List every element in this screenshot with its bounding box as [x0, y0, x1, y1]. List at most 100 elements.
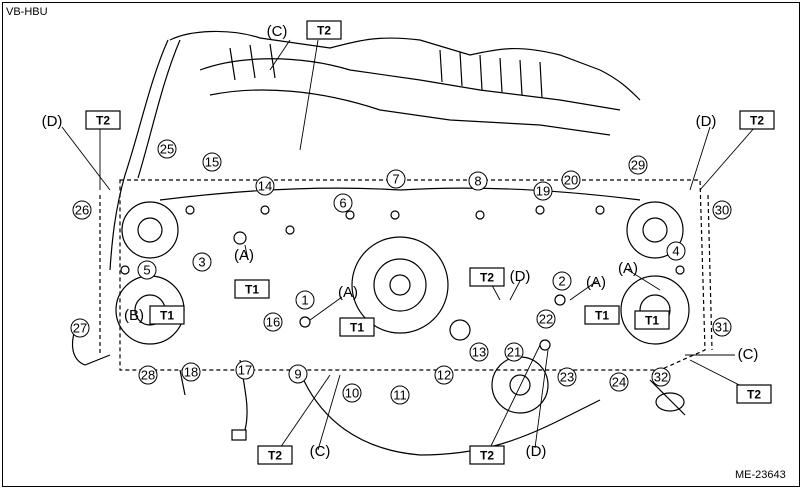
svg-text:14: 14: [258, 179, 272, 194]
intake-runner-line: [199, 58, 621, 111]
svg-text:18: 18: [184, 365, 198, 380]
svg-text:T1: T1: [160, 309, 174, 323]
svg-text:T2: T2: [480, 449, 494, 463]
torque-box-t2-0: T2: [306, 20, 342, 40]
callout-32: 32: [651, 367, 671, 387]
callout-3: 3: [192, 252, 212, 272]
svg-text:T1: T1: [595, 309, 609, 323]
svg-text:23: 23: [560, 370, 574, 385]
svg-text:1: 1: [301, 293, 308, 308]
left-hose-inner: [137, 39, 181, 179]
callout-20: 20: [561, 170, 581, 190]
svg-text:8: 8: [474, 174, 481, 189]
svg-text:T2: T2: [480, 271, 494, 285]
intake-manifold-outline: [169, 30, 641, 101]
engine-block-outline: [119, 179, 706, 371]
torque-box-t2-2: T2: [739, 110, 775, 130]
callout-22: 22: [536, 309, 556, 329]
callout-25: 25: [157, 139, 177, 159]
torque-box-t1-3: T1: [234, 279, 270, 299]
callout-14: 14: [255, 176, 275, 196]
intake-runner-line-2: [209, 89, 611, 136]
torque-box-t1-7: T1: [584, 305, 620, 325]
label-c-10: (C): [310, 443, 331, 460]
callout-11: 11: [390, 385, 410, 405]
svg-text:29: 29: [631, 158, 645, 173]
svg-text:T1: T1: [645, 314, 659, 328]
label-a-7: (A): [618, 260, 638, 277]
svg-text:24: 24: [612, 375, 626, 390]
left-upper-pulley: [121, 201, 179, 259]
callout-17: 17: [235, 360, 255, 380]
callout-31: 31: [712, 317, 732, 337]
callout-18: 18: [181, 362, 201, 382]
label-d-5: (D): [510, 268, 531, 285]
callout-7: 7: [386, 169, 406, 189]
svg-text:12: 12: [437, 368, 451, 383]
svg-text:5: 5: [143, 263, 150, 278]
torque-box-t2-11: T2: [469, 445, 505, 465]
svg-text:15: 15: [205, 155, 219, 170]
label-c-1: (C): [267, 23, 288, 40]
model-code: VB-HBU: [6, 6, 48, 18]
svg-text:10: 10: [345, 386, 359, 401]
manifold-ribs: [229, 43, 543, 99]
block-top-edge: [159, 187, 641, 201]
torque-box-t2-1: T2: [85, 110, 121, 130]
svg-text:T2: T2: [747, 388, 761, 402]
right-upper-pulley: [626, 201, 684, 259]
callout-1: 1: [295, 290, 315, 310]
left-hose: [109, 39, 169, 271]
callout-27: 27: [70, 318, 90, 338]
callout-6: 6: [333, 193, 353, 213]
svg-text:17: 17: [238, 363, 252, 378]
callout-9: 9: [288, 364, 308, 384]
label-d-0: (D): [42, 113, 63, 130]
svg-text:9: 9: [294, 367, 301, 382]
label-a-3: (A): [234, 247, 254, 264]
svg-text:2: 2: [558, 274, 565, 289]
center-pulley: [351, 236, 449, 334]
lower-pulley: [491, 356, 549, 414]
callout-30: 30: [712, 200, 732, 220]
label-group: (D)(C)(D)(A)(A)(D)(A)(A)(B)(C)(C)(D)T2T2…: [42, 20, 775, 465]
torque-box-t2-10: T2: [257, 445, 293, 465]
svg-text:21: 21: [507, 345, 521, 360]
svg-text:19: 19: [536, 184, 550, 199]
svg-text:32: 32: [654, 370, 668, 385]
svg-text:T2: T2: [96, 114, 110, 128]
label-d-11: (D): [526, 443, 547, 460]
label-a-4: (A): [338, 284, 358, 301]
svg-text:T2: T2: [750, 114, 764, 128]
svg-text:20: 20: [564, 173, 578, 188]
svg-text:26: 26: [75, 203, 89, 218]
torque-box-t2-4: T2: [469, 267, 505, 287]
svg-text:13: 13: [472, 345, 486, 360]
callout-15: 15: [202, 152, 222, 172]
svg-text:30: 30: [715, 203, 729, 218]
callout-10: 10: [342, 383, 362, 403]
svg-text:T1: T1: [245, 283, 259, 297]
svg-text:27: 27: [73, 321, 87, 336]
label-b-8: (B): [124, 307, 144, 324]
svg-text:11: 11: [393, 388, 407, 403]
callout-5: 5: [137, 260, 157, 280]
label-c-9: (C): [738, 346, 759, 363]
svg-text:25: 25: [160, 142, 174, 157]
callout-16: 16: [263, 312, 283, 332]
callout-29: 29: [628, 155, 648, 175]
svg-text:6: 6: [339, 196, 346, 211]
callout-12: 12: [434, 365, 454, 385]
label-d-2: (D): [696, 113, 717, 130]
label-a-6: (A): [586, 274, 606, 291]
svg-text:T2: T2: [317, 24, 331, 38]
callout-26: 26: [72, 200, 92, 220]
figure-id: ME-23643: [735, 469, 786, 481]
oil-pan-outline: [299, 371, 601, 456]
callout-13: 13: [469, 342, 489, 362]
svg-text:3: 3: [198, 255, 205, 270]
right-outlet-pipe: [649, 379, 686, 416]
